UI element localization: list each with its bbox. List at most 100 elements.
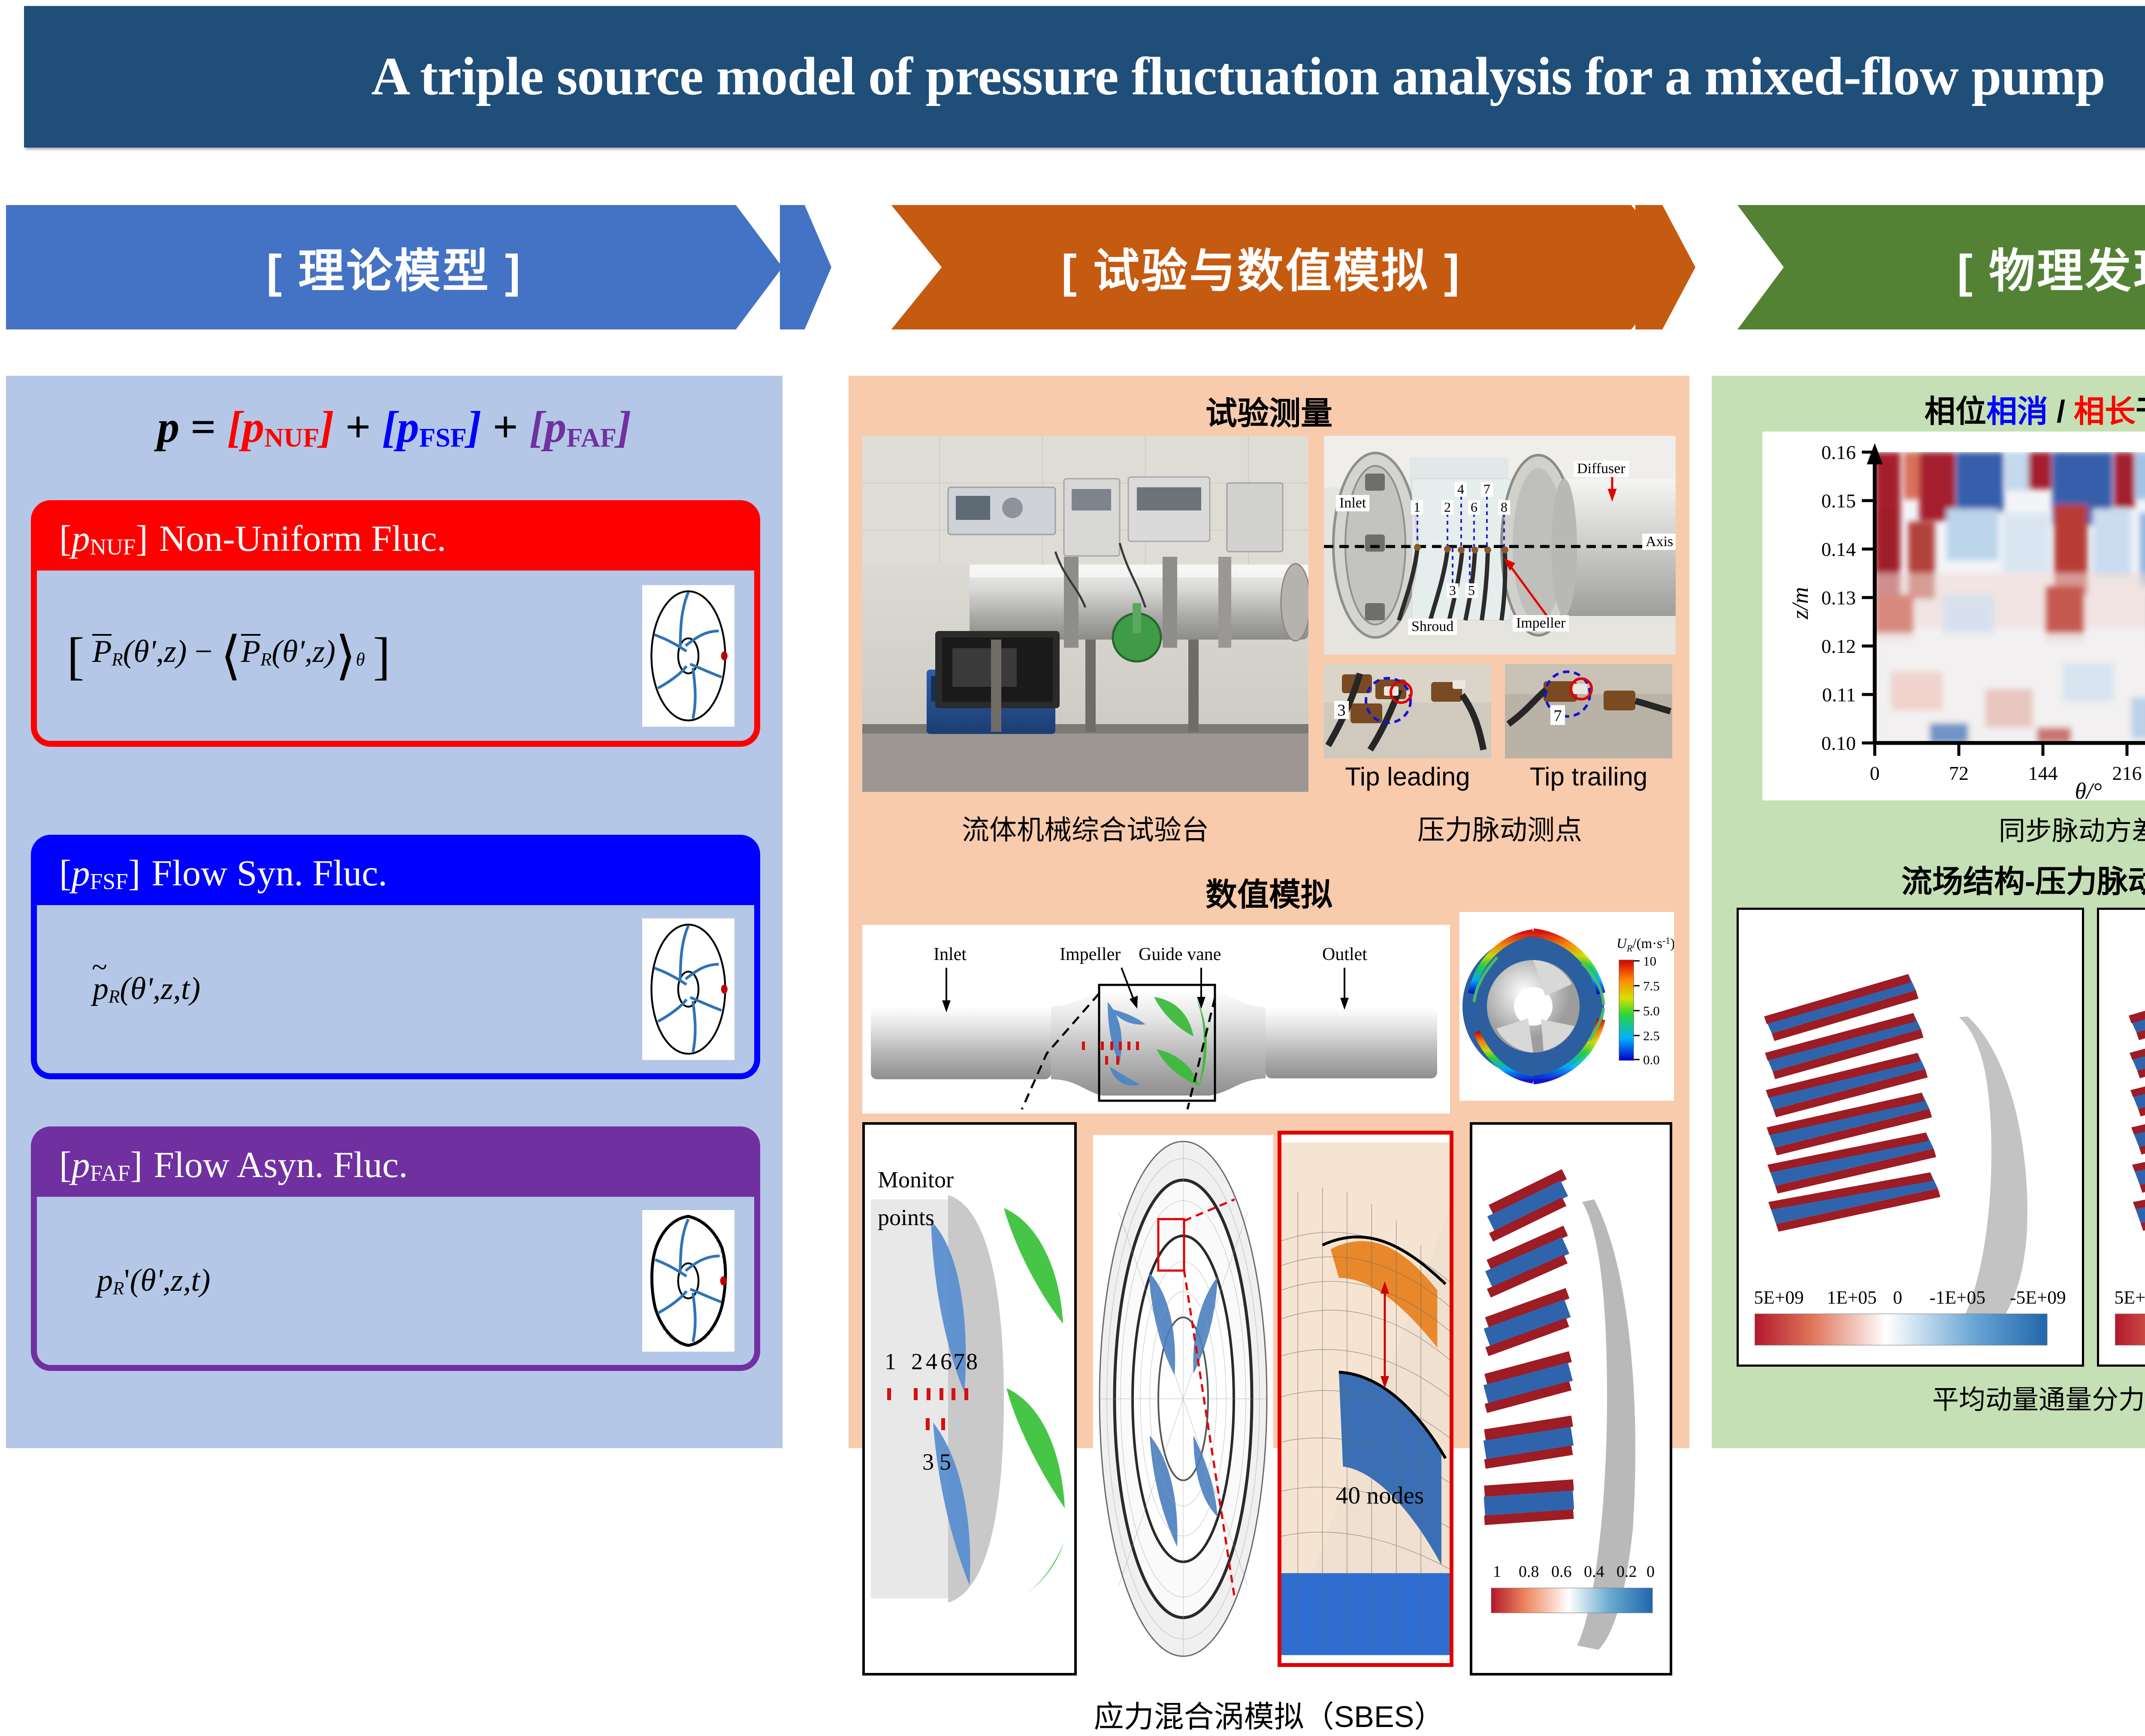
eq-equals: =	[190, 402, 216, 452]
cfd-label-guide-vane: Guide vane	[1139, 945, 1221, 964]
svg-text:6: 6	[940, 1349, 952, 1374]
label-inlet: Inlet	[1336, 495, 1370, 511]
svg-text:7: 7	[1554, 707, 1562, 725]
eq-term-faf: [pFAF]	[529, 402, 631, 453]
stage-chevron-theory[interactable]: [ 理论模型 ]	[6, 205, 782, 329]
label-impeller: Impeller	[1513, 615, 1569, 631]
svg-text:3: 3	[1338, 701, 1346, 719]
svg-text:-5E+09: -5E+09	[2010, 1287, 2066, 1308]
point-number-2: 2	[1441, 500, 1453, 515]
source-body-faf: pR'(θ',z,t)	[37, 1197, 754, 1365]
momentum-caption: 平均动量通量分力平衡分析	[1932, 1385, 2145, 1415]
svg-text:z/m: z/m	[1787, 587, 1813, 619]
source-box-faf[interactable]: [pFAF] Flow Asyn. Fluc. pR'(θ',z,t)	[31, 1126, 760, 1371]
sbes-caption: 应力混合涡模拟（SBES）	[1094, 1700, 1444, 1733]
tip-leading-caption: Tip leading	[1345, 762, 1470, 791]
eq-p: p	[157, 402, 180, 452]
svg-text:θ/°: θ/°	[2075, 778, 2102, 800]
svg-text:4: 4	[926, 1349, 937, 1374]
svg-text:0.6: 0.6	[1551, 1563, 1572, 1581]
svg-text:72: 72	[1949, 762, 1969, 784]
stage-label-theory: [ 理论模型 ]	[266, 245, 522, 297]
svg-text:1: 1	[1493, 1563, 1501, 1581]
svg-text:0.14: 0.14	[1822, 538, 1856, 560]
svg-text:0.15: 0.15	[1822, 490, 1856, 512]
tip-trailing-caption: Tip trailing	[1529, 762, 1648, 791]
svg-text:Monitor: Monitor	[878, 1167, 954, 1193]
sensor-caption: 压力脉动测点	[1417, 815, 1582, 845]
cfd-label-inlet: Inlet	[934, 945, 967, 964]
title-bar: A triple source model of pressure fluctu…	[24, 6, 2145, 148]
svg-text:0: 0	[1893, 1287, 1903, 1308]
svg-text:0.8: 0.8	[1519, 1563, 1539, 1581]
tip-leading-photo: 3	[1324, 664, 1491, 758]
impeller-thumbnail-fsf	[642, 918, 734, 1060]
heading-part-5: 干涉机制	[2136, 395, 2145, 429]
heading-part-constructive: 相长	[2074, 395, 2136, 429]
heading-part-sep: /	[2048, 395, 2074, 429]
svg-text:-1E+05: -1E+05	[1929, 1287, 1985, 1308]
svg-text:3: 3	[922, 1449, 934, 1475]
source-box-fsf[interactable]: [pFSF] Flow Syn. Fluc. ~ pR(θ',z,t)	[31, 835, 760, 1079]
formula-nuf: [ PR(θ',z) − ⟨PR(θ',z)⟩θ ]	[67, 627, 390, 685]
svg-text:points: points	[878, 1205, 934, 1230]
impeller-thumbnail-nuf	[642, 585, 734, 727]
svg-text:216: 216	[2112, 762, 2142, 784]
svg-text:0.4: 0.4	[1584, 1563, 1604, 1581]
svg-text:0.12: 0.12	[1822, 635, 1856, 657]
stage-arrow-1	[780, 205, 831, 329]
source-tag-fsf: [pFSF]	[59, 852, 141, 894]
source-body-nuf: [ PR(θ',z) − ⟨PR(θ',z)⟩θ ]	[37, 571, 754, 741]
vortex-structure-figure: 107.5 5.02.5 0.0 UR/(m·s-1)	[1459, 912, 1674, 1101]
svg-text:2: 2	[911, 1349, 923, 1374]
source-name-fsf: Flow Syn. Fluc.	[151, 852, 387, 894]
point-number-1: 1	[1411, 500, 1423, 515]
tip-trailing-photo: 7	[1505, 664, 1672, 758]
mesh-zoom-figure: 40 nodes	[1278, 1131, 1453, 1667]
svg-text:40 nodes: 40 nodes	[1336, 1482, 1424, 1509]
label-shroud: Shroud	[1408, 619, 1457, 635]
label-diffuser: Diffuser	[1574, 461, 1629, 477]
svg-text:1E+05: 1E+05	[1827, 1287, 1876, 1308]
stage-chevron-experiment[interactable]: [ 试验与数值模拟 ]	[841, 205, 1682, 329]
label-axis: Axis	[1642, 534, 1676, 550]
cfd-domain-figure: Inlet Impeller Guide vane Outlet	[862, 925, 1450, 1114]
eq-term-nuf: [pNUF]	[227, 402, 335, 453]
svg-text:0.2: 0.2	[1616, 1563, 1637, 1581]
page-title: A triple source model of pressure fluctu…	[371, 47, 2105, 106]
point-number-8: 8	[1498, 500, 1510, 515]
svg-text:10: 10	[1643, 954, 1656, 969]
measurement-section-photo: Inlet Diffuser Axis Shroud Impeller 4 7 …	[1324, 436, 1676, 655]
simulation-heading: 数值模拟	[1205, 877, 1332, 912]
svg-text:7: 7	[953, 1349, 965, 1374]
svg-text:0.16: 0.16	[1822, 441, 1856, 463]
source-box-nuf[interactable]: [pNUF] Non-Uniform Fluc. [ PR(θ',z) − ⟨P…	[31, 500, 760, 747]
svg-text:5: 5	[940, 1449, 951, 1475]
point-number-7: 7	[1481, 482, 1493, 497]
eq-term-fsf: [pFSF]	[382, 402, 482, 453]
svg-text:0.10: 0.10	[1822, 732, 1856, 754]
formula-faf: pR'(θ',z,t)	[97, 1263, 211, 1299]
svg-text:UR/(m·s-1): UR/(m·s-1)	[1616, 935, 1674, 954]
svg-text:5E+09: 5E+09	[2115, 1287, 2145, 1308]
theory-panel: p = [pNUF] + [pFSF] + [pFAF] [pNUF] Non-…	[6, 376, 782, 1448]
source-header-fsf: [pFSF] Flow Syn. Fluc.	[37, 841, 754, 905]
blade-pressure-figure: 1 0.8 0.6 0.4 0.2 0	[1470, 1122, 1672, 1676]
svg-text:2.5: 2.5	[1643, 1028, 1660, 1043]
stage-chevron-findings[interactable]: [ 物理发现 ]	[1699, 205, 2145, 329]
source-name-nuf: Non-Uniform Fluc.	[159, 518, 446, 559]
point-number-5: 5	[1465, 583, 1477, 598]
svg-text:144: 144	[2028, 762, 2058, 784]
svg-text:0: 0	[1870, 762, 1880, 784]
svg-text:0.11: 0.11	[1822, 684, 1856, 706]
point-number-3: 3	[1447, 583, 1459, 598]
flow-structure-heading: 流场结构-压力脉动物理关联	[1901, 865, 2145, 899]
variance-caption: 同步脉动方差比	[1998, 816, 2145, 846]
stage-banner: [ 理论模型 ] [ 试验与数值模拟 ] [ 物理发现 ]	[0, 205, 2145, 329]
full-mesh-figure	[1093, 1135, 1273, 1663]
svg-text:0: 0	[1647, 1563, 1655, 1581]
eq-plus-2: +	[492, 402, 518, 452]
